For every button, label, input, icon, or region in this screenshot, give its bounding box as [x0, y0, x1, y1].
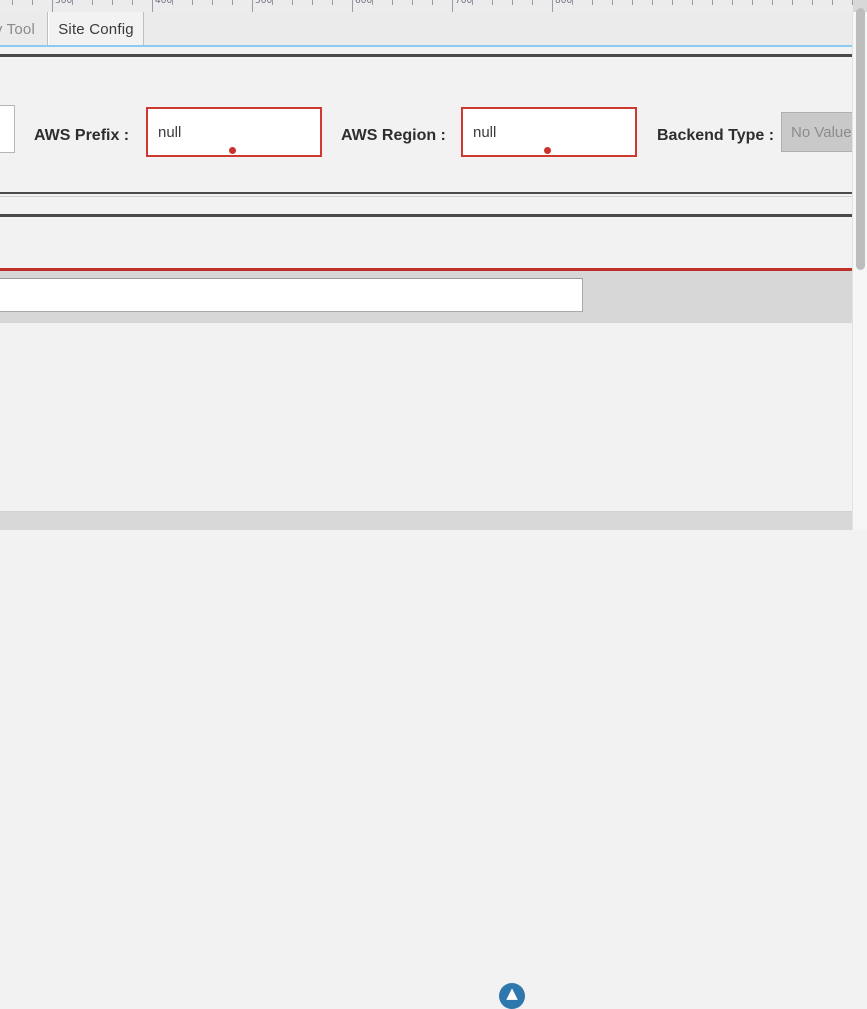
ruler-label: 500	[255, 0, 273, 6]
ruler-minor-tick	[32, 0, 33, 5]
ruler-minor-tick	[692, 0, 693, 5]
aws-region-label: AWS Region :	[341, 127, 446, 144]
ruler-minor-tick	[592, 0, 593, 5]
tab-underline-right	[144, 45, 867, 47]
ruler-minor-tick	[432, 0, 433, 5]
ruler-minor-tick	[72, 0, 73, 5]
ruler-major-tick	[152, 0, 153, 12]
ruler-minor-tick	[412, 0, 413, 5]
ruler-minor-tick	[732, 0, 733, 5]
aws-prefix-label: AWS Prefix :	[34, 127, 130, 144]
ruler-minor-tick	[132, 0, 133, 5]
ruler-minor-tick	[312, 0, 313, 5]
ruler-minor-tick	[772, 0, 773, 5]
ruler-minor-tick	[512, 0, 513, 5]
ruler-minor-tick	[492, 0, 493, 5]
ruler-minor-tick	[372, 0, 373, 5]
ruler-label: 300	[55, 0, 73, 6]
footer-separator	[0, 511, 867, 512]
ruler-minor-tick	[92, 0, 93, 5]
form-row-aws: AWS Prefix : null AWS Region : null Back…	[0, 107, 867, 169]
ruler-minor-tick	[752, 0, 753, 5]
ruler-label: 800	[555, 0, 573, 6]
ruler-minor-tick	[652, 0, 653, 5]
vertical-scrollbar-track[interactable]	[852, 8, 867, 530]
divider-top	[0, 54, 867, 57]
ruler-minor-tick	[192, 0, 193, 5]
config-panel: AWS Prefix : null AWS Region : null Back…	[0, 47, 867, 1009]
ruler-major-tick	[452, 0, 453, 12]
aws-prefix-value: null	[158, 123, 182, 141]
ruler-minor-tick	[212, 0, 213, 5]
footer-bar: ▲	[0, 512, 867, 1009]
ruler-minor-tick	[612, 0, 613, 5]
ruler-minor-tick	[832, 0, 833, 5]
blue-circle-arrow-icon[interactable]: ▲	[499, 983, 525, 1009]
ruler-minor-tick	[672, 0, 673, 5]
ruler-minor-tick	[572, 0, 573, 5]
ruler-label: 600	[355, 0, 373, 6]
ruler-minor-tick	[852, 0, 853, 5]
ruler-minor-tick	[392, 0, 393, 5]
divider-middle-upper-shadow	[0, 196, 867, 197]
search-input[interactable]	[0, 278, 583, 312]
ruler-minor-tick	[292, 0, 293, 5]
backend-type-value: No Value	[791, 123, 852, 141]
backend-type-label: Backend Type :	[657, 127, 775, 144]
divider-middle-lower	[0, 214, 867, 217]
truncated-input-left[interactable]	[0, 105, 15, 153]
ruler-minor-tick	[232, 0, 233, 5]
tab-bar: y Tool Site Config	[0, 12, 867, 46]
ruler-minor-tick	[812, 0, 813, 5]
ruler-minor-tick	[272, 0, 273, 5]
ruler-minor-tick	[12, 0, 13, 5]
aws-prefix-required-dot	[229, 147, 236, 154]
ruler-minor-tick	[632, 0, 633, 5]
ruler-minor-tick	[792, 0, 793, 5]
aws-region-required-dot	[544, 147, 551, 154]
ruler-minor-tick	[712, 0, 713, 5]
arrow-up-glyph: ▲	[506, 984, 518, 1002]
tab-site-config[interactable]: Site Config	[48, 12, 144, 46]
ruler-major-tick	[252, 0, 253, 12]
vertical-scrollbar-thumb[interactable]	[856, 8, 865, 270]
ruler-major-tick	[552, 0, 553, 12]
aws-region-value: null	[473, 123, 497, 141]
divider-middle-upper	[0, 192, 867, 194]
tab-site-config-label: Site Config	[58, 20, 134, 38]
ruler-minor-tick	[172, 0, 173, 5]
ruler-major-tick	[52, 0, 53, 12]
ruler-label: 400	[155, 0, 173, 6]
ruler-minor-tick	[332, 0, 333, 5]
ruler-minor-tick	[532, 0, 533, 5]
ruler-minor-tick	[112, 0, 113, 5]
search-band	[0, 271, 867, 323]
ruler-label: 700	[455, 0, 473, 6]
tab-previous[interactable]: y Tool	[0, 12, 48, 46]
ruler-major-tick	[352, 0, 353, 12]
tab-previous-label: y Tool	[0, 20, 35, 38]
ruler-minor-tick	[472, 0, 473, 5]
error-divider	[0, 268, 867, 271]
